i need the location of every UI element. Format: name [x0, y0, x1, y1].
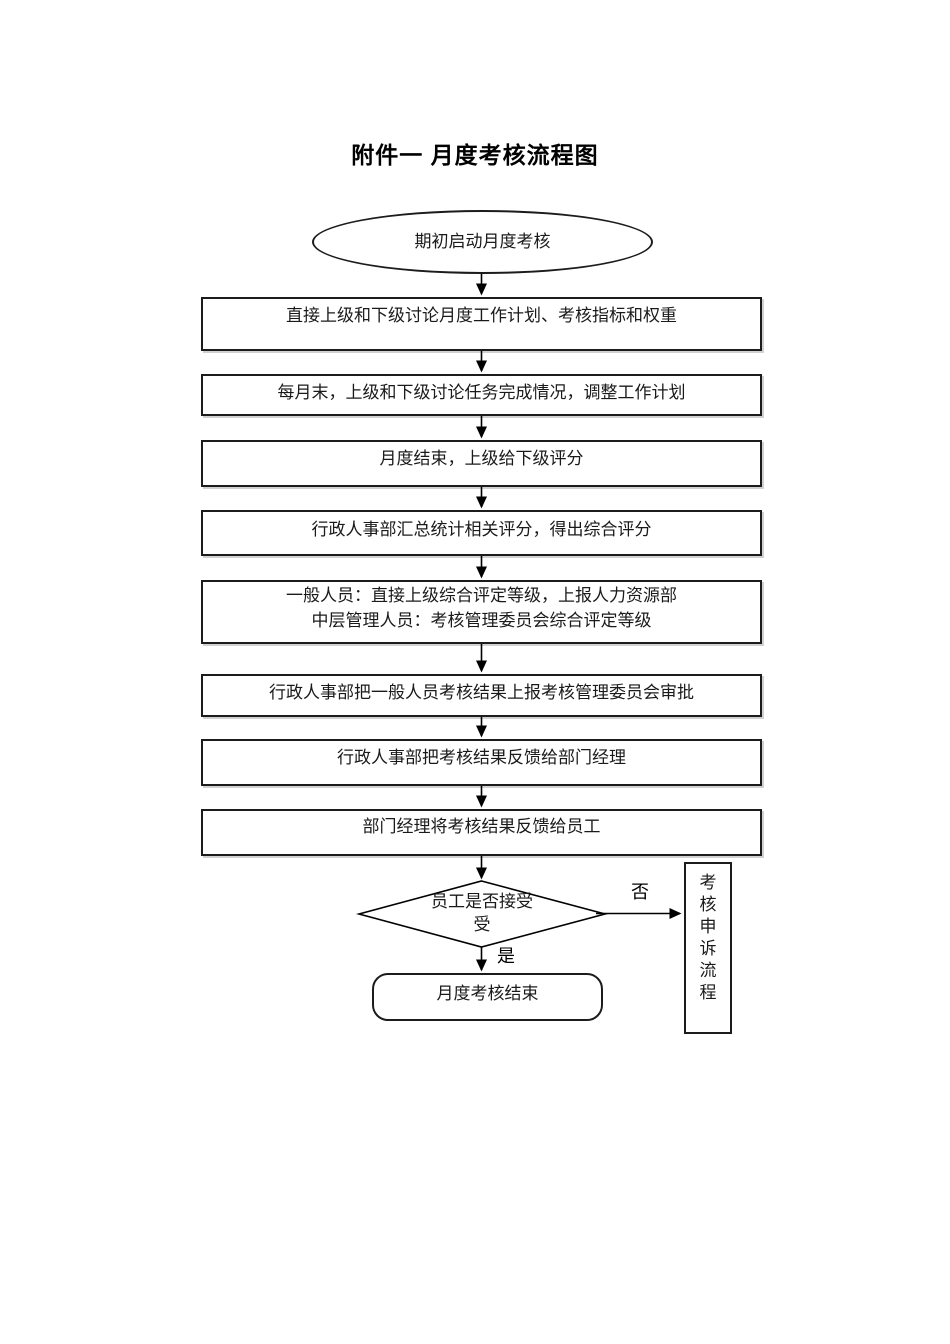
branch-label-no: 否: [631, 882, 649, 902]
step-superior-scoring: 月度结束，上级给下级评分: [201, 440, 762, 487]
step-report-committee-approval: 行政人事部把一般人员考核结果上报考核管理委员会审批: [201, 674, 762, 717]
decision-label-line2: 受: [473, 915, 491, 934]
branch-label-yes: 是: [497, 946, 515, 966]
step-label-line1: 一般人员：直接上级综合评定等级，上报人力资源部: [286, 586, 677, 606]
step-label: 部门经理将考核结果反馈给员工: [362, 817, 601, 837]
start-node: 期初启动月度考核: [312, 210, 653, 274]
step-hr-aggregate-score: 行政人事部汇总统计相关评分，得出综合评分: [201, 510, 762, 556]
decision-label-line1: 员工是否接受: [431, 892, 533, 912]
step-grade-rating: 一般人员：直接上级综合评定等级，上报人力资源部 中层管理人员：考核管理委员会综合…: [201, 580, 762, 644]
step-label: 直接上级和下级讨论月度工作计划、考核指标和权重: [286, 305, 677, 325]
step-label: 月度结束，上级给下级评分: [379, 449, 584, 469]
end-node-label: 月度考核结束: [436, 983, 539, 1003]
step-label: 行政人事部汇总统计相关评分，得出综合评分: [311, 519, 652, 539]
step-discuss-plan: 直接上级和下级讨论月度工作计划、考核指标和权重: [201, 297, 762, 351]
step-feedback-to-manager: 行政人事部把考核结果反馈给部门经理: [201, 739, 762, 786]
end-node: 月度考核结束: [372, 973, 603, 1021]
step-label: 每月末，上级和下级讨论任务完成情况，调整工作计划: [277, 382, 686, 402]
appeal-process-node: 考核申诉流程: [684, 862, 732, 1034]
step-label-line2: 中层管理人员：考核管理委员会综合评定等级: [311, 611, 652, 630]
step-month-end-review: 每月末，上级和下级讨论任务完成情况，调整工作计划: [201, 374, 762, 416]
decision-employee-accept: 员工是否接受 受: [359, 881, 605, 947]
step-label: 行政人事部把考核结果反馈给部门经理: [337, 748, 626, 768]
appeal-process-label: 考核申诉流程: [699, 873, 717, 1002]
start-node-label: 期初启动月度考核: [414, 231, 551, 251]
step-label: 行政人事部把一般人员考核结果上报考核管理委员会审批: [269, 683, 694, 703]
page-title: 附件一 月度考核流程图: [351, 142, 599, 168]
step-feedback-to-employee: 部门经理将考核结果反馈给员工: [201, 809, 762, 856]
